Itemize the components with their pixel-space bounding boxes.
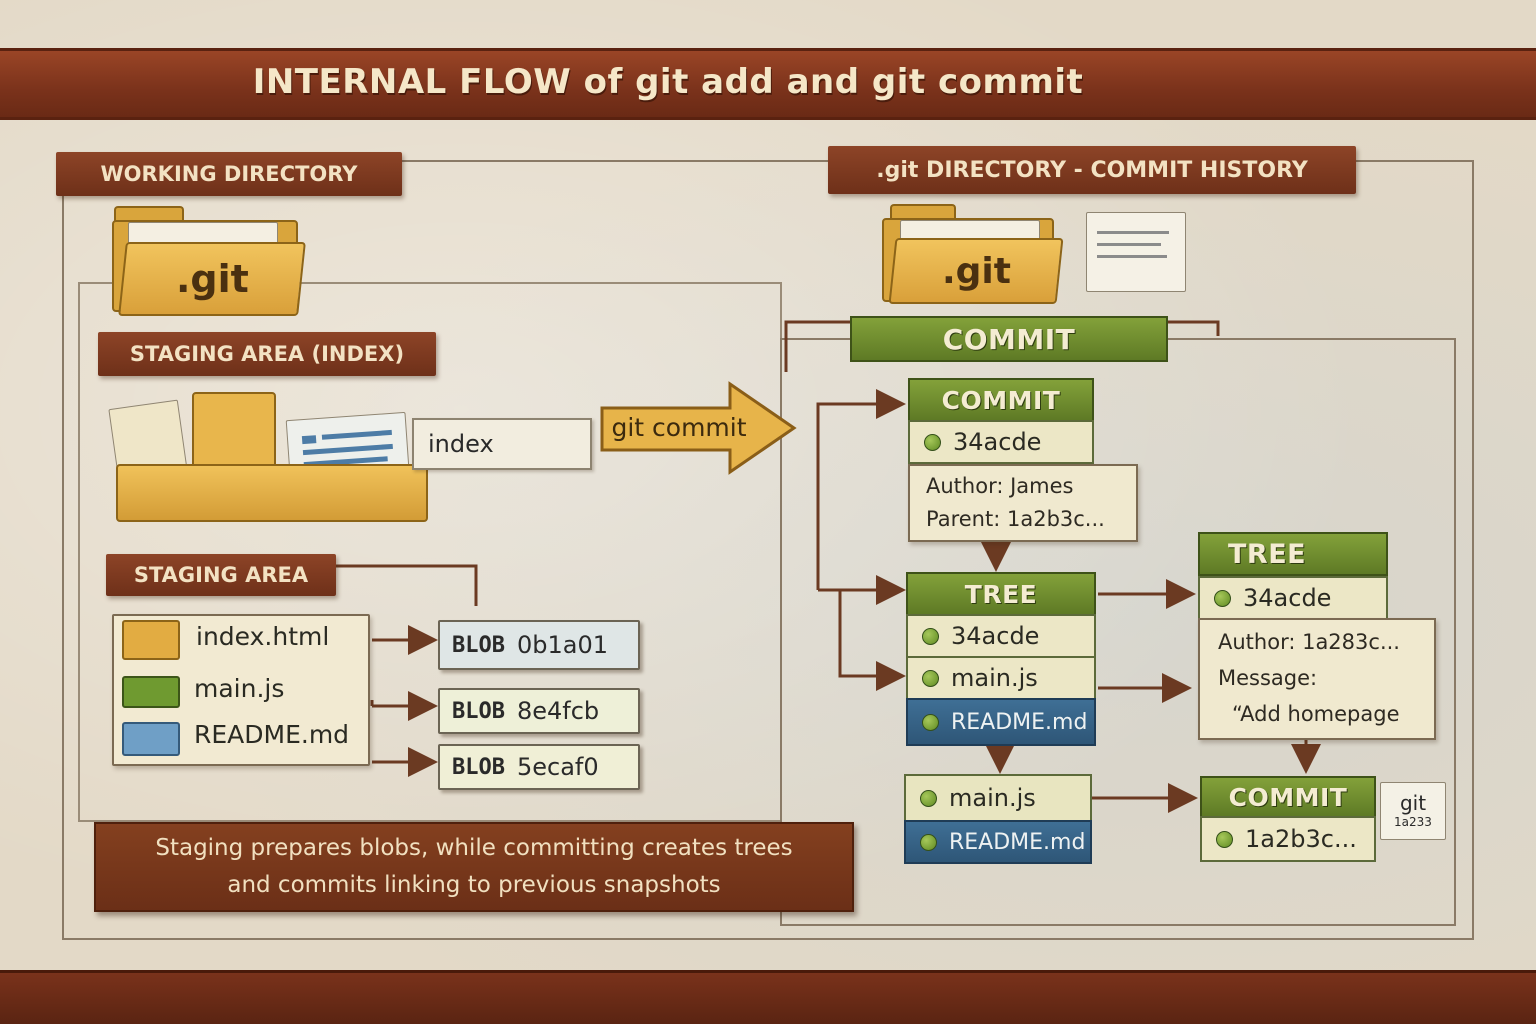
tree2-info: Author: 1a283c... Message: “Add homepage <box>1198 618 1436 740</box>
commit-info: Author: James Parent: 1a2b3c... <box>908 464 1138 542</box>
caption-line-1: Staging prepares blobs, while committing… <box>155 835 793 861</box>
tree-row-label: 34acde <box>951 622 1040 650</box>
prev-commit-header: COMMIT <box>1200 776 1376 818</box>
staged-file: README.md <box>194 720 350 749</box>
status-dot-icon <box>924 433 941 451</box>
commit-hash: 34acde <box>953 428 1042 456</box>
tree-row: README.md <box>906 698 1096 746</box>
tree2-card-header: TREE <box>1198 532 1388 576</box>
blob-type: BLOB <box>452 754 505 780</box>
subtree-row: main.js <box>904 774 1092 822</box>
blob-type: BLOB <box>452 698 505 724</box>
blob-box: BLOB 0b1a01 <box>438 620 640 670</box>
status-dot-icon <box>1214 589 1231 607</box>
tree-row: 34acde <box>906 614 1096 658</box>
prev-commit-hash: 1a2b3c... <box>1245 825 1357 853</box>
tree2-header-label: TREE <box>1228 538 1307 570</box>
staged-file: main.js <box>194 674 285 703</box>
working-git-folder: .git <box>108 206 308 318</box>
tree-card-header: TREE <box>906 572 1096 616</box>
blob-hash: 5ecaf0 <box>516 753 599 781</box>
history-git-folder: .git <box>880 204 1064 306</box>
caption-line-2: and commits linking to previous snapshot… <box>227 872 721 898</box>
title-band <box>0 48 1536 120</box>
subtree-row-label: README.md <box>949 829 1086 855</box>
commit-card-header: COMMIT <box>908 378 1094 422</box>
commit-parent: Parent: 1a2b3c... <box>926 507 1105 531</box>
blob-hash: 8e4fcb <box>516 697 600 725</box>
blob-box: BLOB 8e4fcb <box>438 688 640 734</box>
git-tag-bottom: 1a233 <box>1394 815 1432 829</box>
tree2-hash: 34acde <box>1243 584 1332 612</box>
git-tag-top: git <box>1399 791 1427 815</box>
git-commit-arrow <box>600 381 797 475</box>
tree-row-label: main.js <box>951 664 1038 692</box>
status-dot-icon <box>920 833 937 851</box>
status-dot-icon <box>922 713 939 731</box>
commit-hash-row: 34acde <box>908 420 1094 464</box>
blob-hash: 0b1a01 <box>516 631 609 659</box>
git-commit-arrow-label: git commit <box>611 412 747 442</box>
staging-area-label: STAGING AREA <box>106 554 336 596</box>
document-icon <box>1086 212 1186 292</box>
git-directory-label: .git DIRECTORY - COMMIT HISTORY <box>828 146 1356 194</box>
tree-row-label: README.md <box>951 709 1088 735</box>
md-file-icon <box>122 722 180 756</box>
tree2-message-label: Message: <box>1218 666 1318 690</box>
history-git-folder-label: .git <box>941 250 1011 292</box>
status-dot-icon <box>922 669 939 687</box>
index-file-cabinet <box>108 390 430 524</box>
git-tag-icon: git 1a233 <box>1380 782 1446 840</box>
outer-frame <box>62 160 1474 940</box>
page-title: INTERNAL FLOW of git add and git commit <box>252 62 1084 102</box>
working-git-folder-label: .git <box>175 257 249 301</box>
blob-box: BLOB 5ecaf0 <box>438 744 640 790</box>
html-file-icon <box>122 620 180 660</box>
prev-commit-hash-row: 1a2b3c... <box>1200 816 1376 862</box>
status-dot-icon <box>922 627 939 645</box>
tree2-author: Author: 1a283c... <box>1218 630 1400 654</box>
staged-file: index.html <box>196 622 330 651</box>
status-dot-icon <box>920 789 937 807</box>
caption-box: Staging prepares blobs, while committing… <box>94 822 854 912</box>
js-file-icon <box>122 676 180 708</box>
tree-row: main.js <box>906 656 1096 700</box>
tray <box>116 464 428 522</box>
blob-type: BLOB <box>452 632 505 658</box>
subtree-row: README.md <box>904 820 1092 864</box>
tree2-hash-row: 34acde <box>1198 576 1388 620</box>
subtree-row-label: main.js <box>949 784 1036 812</box>
index-label: index <box>412 418 592 470</box>
commit-author: Author: James <box>926 474 1074 498</box>
tree2-message: “Add homepage <box>1232 702 1400 726</box>
staging-index-label: STAGING AREA (INDEX) <box>98 332 436 376</box>
working-directory-label: WORKING DIRECTORY <box>56 152 402 196</box>
status-dot-icon <box>1216 830 1233 848</box>
commit-section-header: COMMIT <box>850 316 1168 362</box>
bottom-band <box>0 970 1536 1024</box>
